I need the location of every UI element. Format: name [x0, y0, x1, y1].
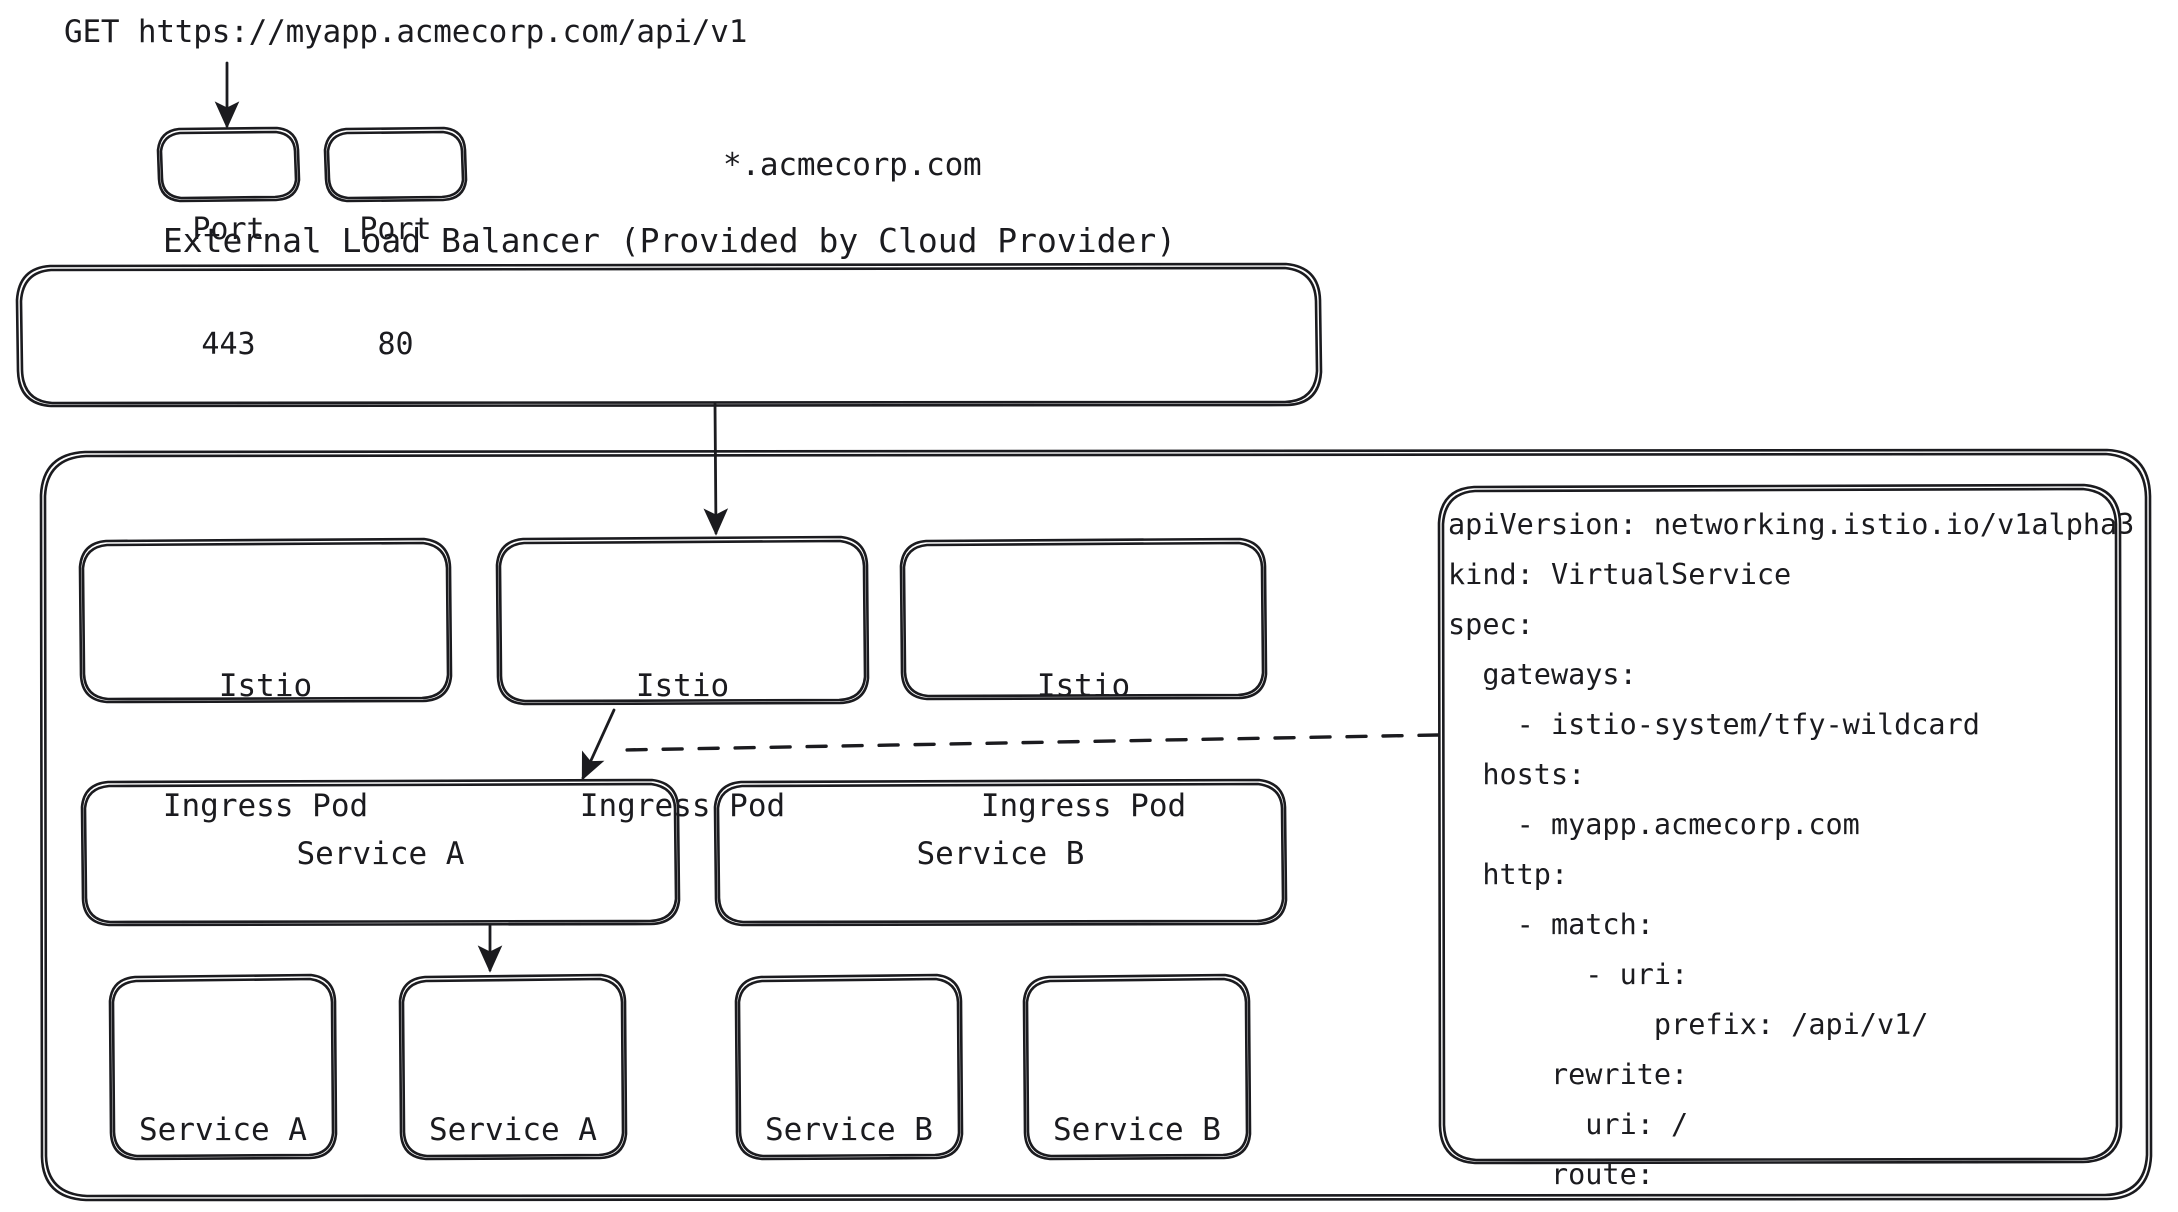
request-url-label: GET https://myapp.acmecorp.com/api/v1 — [64, 14, 748, 50]
istio-ingress-pod-1-label: Istio Ingress Pod — [80, 585, 451, 907]
port-80-line1: Port — [359, 211, 432, 247]
port-443-label: Port 443 — [158, 134, 299, 441]
load-balancer-label: External Load Balancer (Provided by Clou… — [162, 221, 1177, 260]
istio-pod-2-line1: Istio — [635, 667, 730, 704]
service-b-pod-1-line1: Service B — [765, 1111, 933, 1148]
virtualservice-yaml-text: apiVersion: networking.istio.io/v1alpha3… — [1448, 508, 2135, 1212]
wildcard-host-label: *.acmecorp.com — [723, 147, 982, 183]
port-443-line1: Port — [192, 211, 265, 247]
service-b-pod-2-label: Service B Pod 2 — [1024, 1029, 1250, 1212]
service-a-pod-2-line1: Service A — [429, 1111, 597, 1148]
istio-ingress-pod-3-label: Istio Ingress Pod — [901, 585, 1266, 907]
port-443-line2: 443 — [201, 326, 256, 362]
istio-pod-2-line2: Ingress Pod — [579, 788, 786, 825]
service-a-pod-1-label: Service A Pod 1 — [110, 1029, 336, 1212]
service-b-label: Service B — [916, 836, 1085, 872]
port-80-label: Port 80 — [325, 134, 466, 441]
service-a-pod-1-line1: Service A — [139, 1111, 307, 1148]
service-a-pod-2-label: Service A Pod 2 — [400, 1029, 626, 1212]
port-80-line2: 80 — [377, 326, 414, 362]
istio-pod-1-line2: Ingress Pod — [162, 788, 369, 825]
istio-pod-1-line1: Istio — [218, 667, 313, 704]
istio-ingress-pod-2-label: Istio Ingress Pod — [497, 585, 868, 907]
istio-pod-3-line1: Istio — [1036, 667, 1131, 704]
arrow-lb-to-istio-pod — [703, 402, 729, 536]
service-b-pod-2-line1: Service B — [1053, 1111, 1221, 1148]
service-a-label: Service A — [296, 836, 465, 872]
istio-pod-3-line2: Ingress Pod — [980, 788, 1187, 825]
service-b-pod-1-label: Service B Pod 1 — [736, 1029, 962, 1212]
